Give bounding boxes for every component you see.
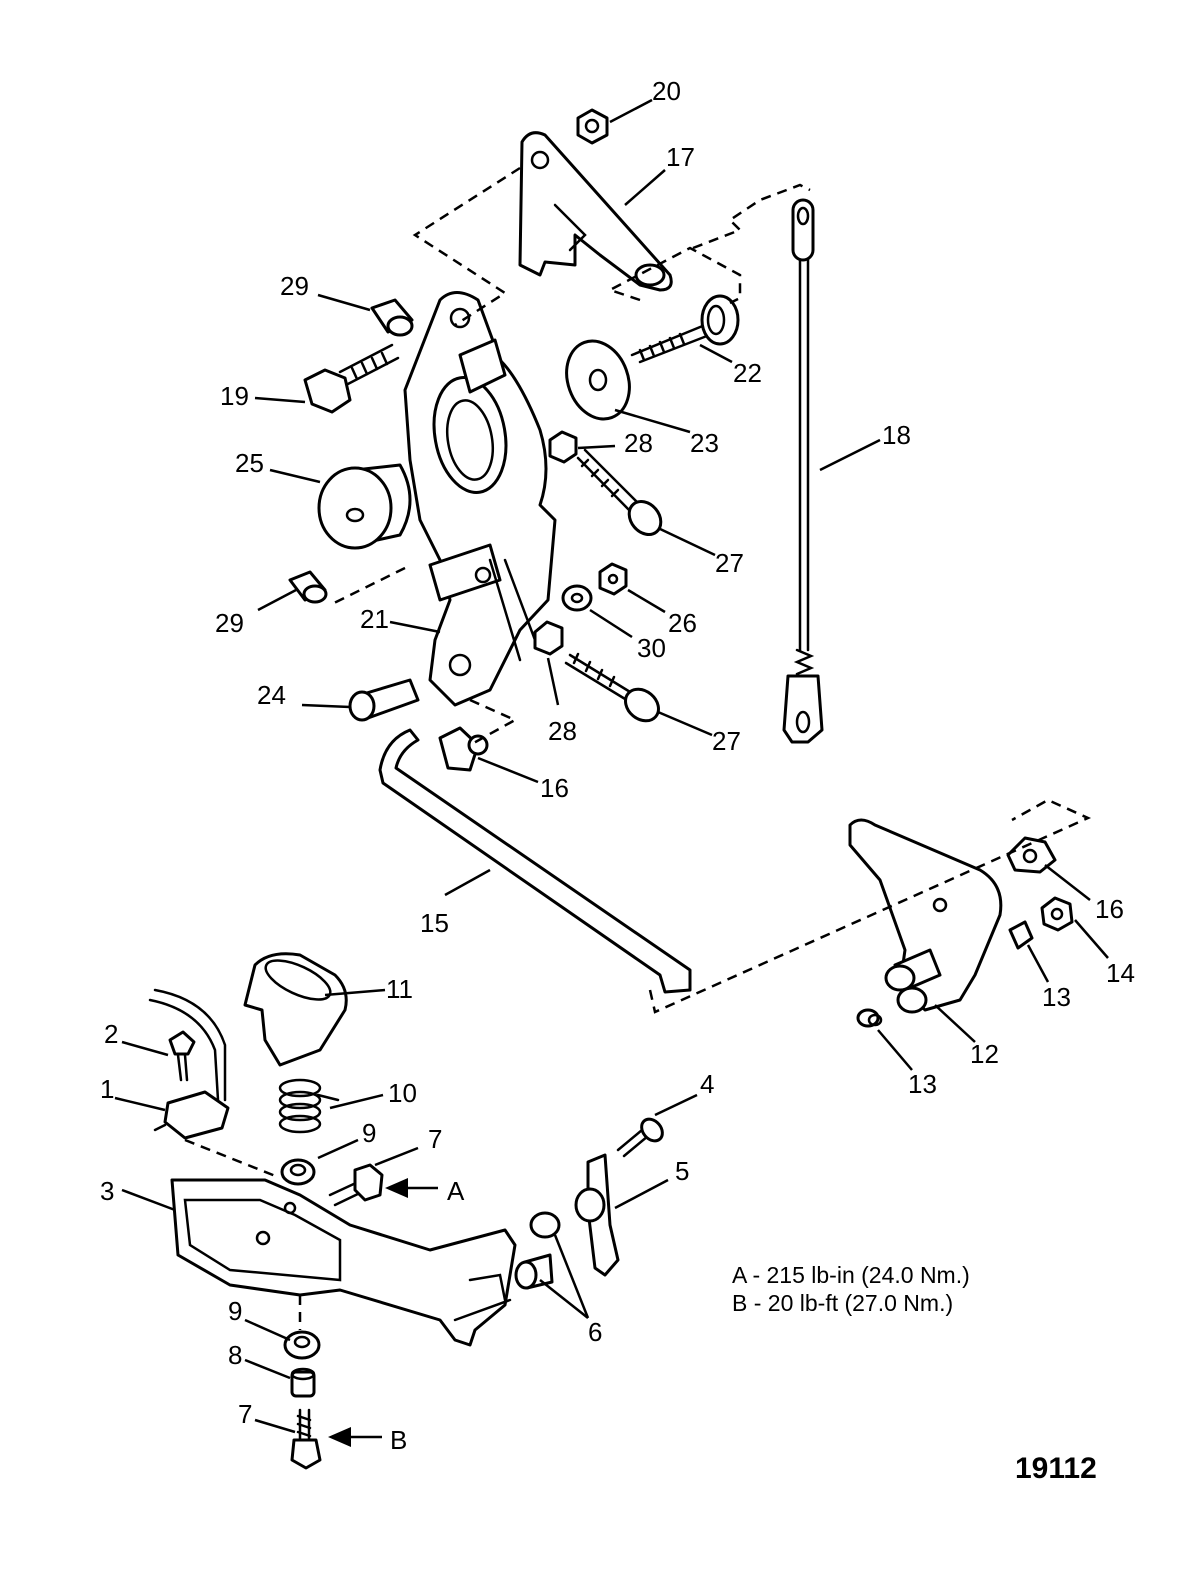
bushing-9-lower: [283, 1330, 321, 1360]
callout-2: 2: [104, 1019, 118, 1049]
callout-9: 9: [362, 1118, 376, 1148]
bushing-29-lower: [288, 570, 328, 604]
switch-1: [148, 988, 230, 1140]
figure-number: 19112: [1015, 1452, 1097, 1485]
screw-2: [168, 1030, 196, 1082]
nut-14: [1040, 896, 1074, 932]
callout-19: 19: [220, 381, 249, 411]
callout-12: 12: [970, 1039, 999, 1069]
link-rod-18: [782, 198, 824, 744]
hex-nut-20: [576, 108, 609, 145]
callout-6: 6: [588, 1317, 602, 1347]
throttle-rod-15: [378, 728, 692, 994]
pin-24: [348, 678, 420, 722]
bracket-3: [170, 1178, 517, 1347]
nut-26: [598, 562, 628, 596]
callout-7: 7: [428, 1124, 442, 1154]
bolt-22: [630, 294, 740, 364]
bolt-7-lower: [290, 1408, 322, 1470]
assembly-dashed-lines: [184, 166, 1092, 1330]
callout-4: 4: [700, 1069, 714, 1099]
torque-arrow-a: [385, 1178, 438, 1198]
callout-7: 7: [238, 1399, 252, 1429]
throttle-cam-lever-21: [403, 291, 557, 707]
bushing-29-upper: [370, 298, 414, 337]
bolt-19: [303, 343, 400, 414]
callout-16: 16: [540, 773, 569, 803]
torque-arrow-b: [328, 1427, 382, 1447]
callout-27: 27: [715, 548, 744, 578]
callout-22: 22: [733, 358, 762, 388]
callout-labels: 20 17 29 22 19 28 23 18 25 27 26 29 21 3…: [100, 76, 1135, 1455]
callout-28: 28: [548, 716, 577, 746]
callout-27: 27: [712, 726, 741, 756]
screw-27-lower: [564, 652, 660, 723]
washer-23: [565, 339, 631, 421]
callout-29: 29: [280, 271, 309, 301]
callout-21: 21: [360, 604, 389, 634]
callout-14: 14: [1106, 958, 1135, 988]
torque-spec-b: B - 20 lb-ft (27.0 Nm.): [732, 1290, 953, 1316]
callout-28: 28: [624, 428, 653, 458]
cover-11: [243, 952, 348, 1067]
callout-1: 1: [100, 1074, 114, 1104]
callout-29: 29: [215, 608, 244, 638]
fastener-13-right: [1008, 920, 1034, 950]
screw-27-upper: [576, 448, 663, 536]
callout-17: 17: [666, 142, 695, 172]
torque-spec-a: A - 215 lb-in (24.0 Nm.): [732, 1262, 970, 1288]
bolt-7-upper: [328, 1163, 384, 1207]
washer-30: [561, 584, 593, 612]
callout-23: 23: [690, 428, 719, 458]
callout-B: B: [390, 1425, 407, 1455]
callout-30: 30: [637, 633, 666, 663]
callout-10: 10: [388, 1078, 417, 1108]
spring-10: [278, 1078, 340, 1134]
fastener-13-lower: [856, 1008, 883, 1028]
callout-26: 26: [668, 608, 697, 638]
plate-5: [574, 1153, 620, 1277]
callout-A: A: [447, 1176, 465, 1206]
callout-8: 8: [228, 1340, 242, 1370]
ball-joint-16-upper: [438, 726, 489, 772]
callout-3: 3: [100, 1176, 114, 1206]
bushing-9-upper: [280, 1158, 316, 1186]
callout-16: 16: [1095, 894, 1124, 924]
callout-18: 18: [882, 420, 911, 450]
callout-25: 25: [235, 448, 264, 478]
ball-joint-16-right: [1006, 836, 1057, 874]
bracket-17: [518, 131, 673, 292]
spacer-25: [317, 463, 412, 550]
callout-5: 5: [675, 1156, 689, 1186]
callout-13: 13: [1042, 982, 1071, 1012]
callout-9: 9: [228, 1296, 242, 1326]
bushings-6: [514, 1211, 561, 1290]
nut-28-upper: [548, 430, 578, 464]
callout-24: 24: [257, 680, 286, 710]
callout-15: 15: [420, 908, 449, 938]
leader-lines: [114, 98, 1109, 1434]
callout-11: 11: [386, 974, 413, 1004]
spacer-8: [290, 1367, 316, 1398]
callout-13: 13: [908, 1069, 937, 1099]
nut-28-lower: [533, 620, 564, 656]
callout-20: 20: [652, 76, 681, 106]
throttle-arm-12: [848, 818, 1003, 1014]
screw-4: [616, 1117, 664, 1158]
